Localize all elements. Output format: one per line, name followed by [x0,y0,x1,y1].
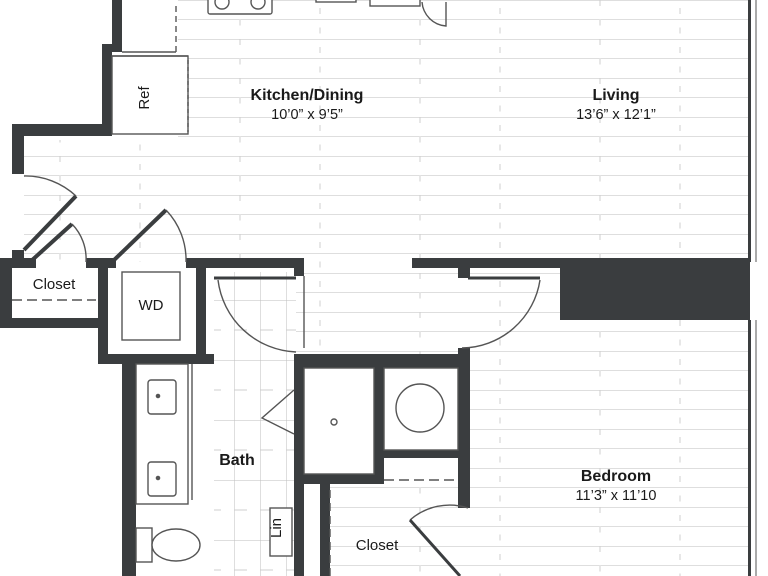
shower [303,367,375,475]
burner [250,0,266,10]
bedroom-door-swing [461,279,541,349]
wall-wd-top [186,258,304,268]
wd-door-leaf [110,208,168,264]
lin-label: Lin [268,518,285,538]
drain [155,393,161,399]
wall-entry-left [12,124,24,174]
closet-door-leaf [28,222,74,264]
toilet-tank [135,527,153,563]
bath-name: Bath [219,452,255,469]
toilet-bowl [151,528,201,562]
wall-closet-left [0,258,12,326]
ref-label: Ref [136,85,153,109]
kitchen-door-swing [421,1,447,27]
wall-hall-stub [294,258,304,276]
wall-kitchen-pillar [102,44,112,134]
kitchen-dining-name: Kitchen/Dining [251,87,364,104]
doors [22,1,541,576]
wall-closet-top [0,258,36,268]
wall-wd-bottom [98,354,214,364]
round-fixture [395,383,445,433]
vanity [135,363,189,505]
fixtures [12,0,459,576]
living-dims: 13’6” x 12’1” [576,107,656,123]
wall-shower-right [374,354,384,484]
burner [214,0,230,10]
shower-drain [330,418,338,426]
floor-areas [24,0,748,576]
closet-bedroom-label: Closet [356,537,399,554]
stove [207,0,273,15]
bedroom-dims: 11’3” x 11’10 [576,488,657,504]
entry-door-swing [23,175,77,197]
wall-bedroom-door-stub [458,266,470,278]
linen-closet [269,507,293,557]
closet-door-swing [71,223,87,263]
wall-right-exterior [748,0,751,262]
wd-door-swing [165,209,187,263]
kitchen-living-floor [178,0,748,262]
vanity-sink-2 [147,461,177,497]
counter-segment [315,0,357,3]
closet-left-label: Closet [33,276,76,293]
bedroom-floor [470,320,748,576]
wall-right-exterior-lower [748,320,751,576]
fixture-labels: Ref Closet WD Lin Closet [33,85,399,554]
wall-bath-left [122,364,136,576]
round-fixture-box [383,367,459,451]
wall-wd-right [196,262,206,364]
closet-bedroom-door [409,504,469,521]
refrigerator [111,55,189,135]
wall-closet-inner [320,480,330,576]
entry-door-leaf [22,194,78,252]
bath-door-swing [217,279,297,353]
wall-closet-bottom [0,318,108,328]
walls [0,0,751,576]
wall-living-bedroom [412,258,562,268]
vanity-sink-1 [147,379,177,415]
wd-label: WD [139,297,164,314]
wall-shower-left [294,354,304,576]
sink [369,0,421,7]
wall-wm-right [458,348,470,508]
closet-bedroom-door-leaf [408,519,462,576]
washer-dryer [121,271,181,341]
wall-upper-left [12,124,112,136]
drain [155,475,161,481]
kitchen-dining-dims: 10’0” x 9’5” [271,107,343,123]
living-name: Living [592,87,639,104]
wall-wm-bottom [380,450,460,458]
wall-kitchen-top-left [112,0,122,52]
room-labels: Kitchen/Dining 10’0” x 9’5” Living 13’6”… [219,87,656,504]
wall-column [560,258,750,320]
shower-door-swing [260,389,295,435]
wall-shower-bottom [294,474,384,484]
bedroom-name: Bedroom [581,468,651,485]
wall-wd-left [98,262,108,364]
